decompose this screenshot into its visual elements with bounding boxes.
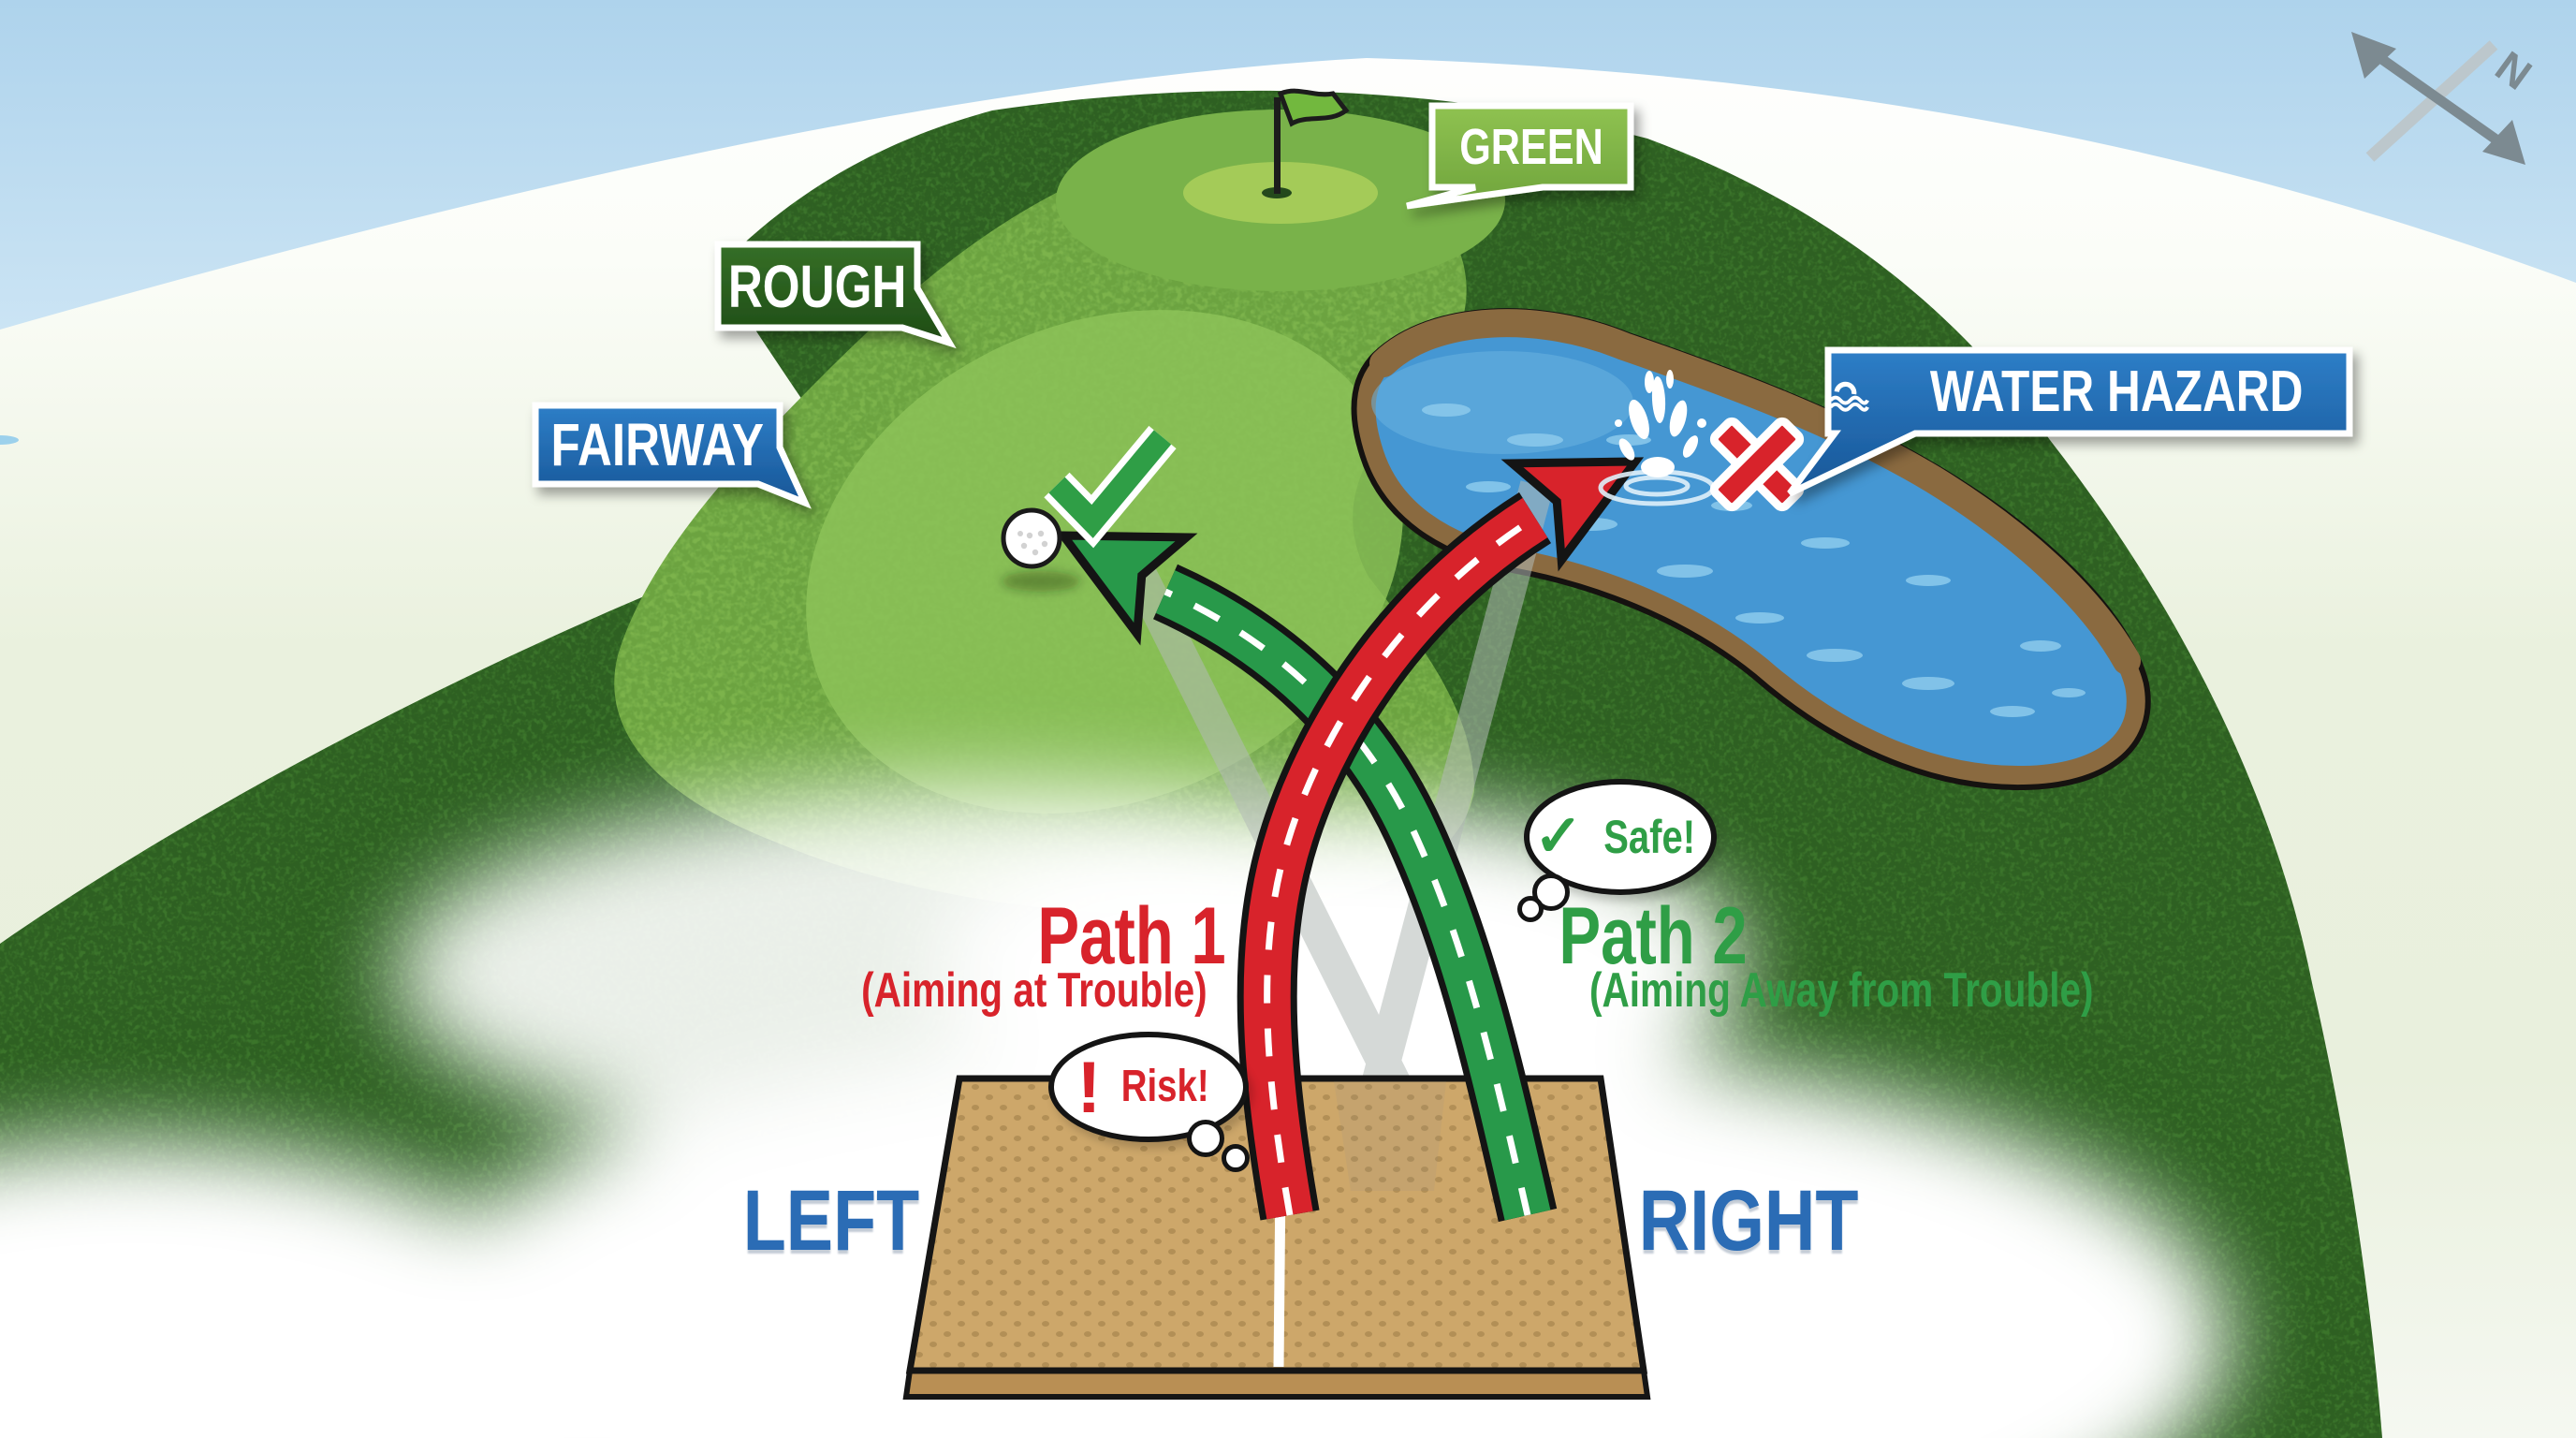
path2-subtitle: (Aiming Away from Trouble) [1579, 964, 2103, 1017]
risk-bubble-trail-dot-2 [1222, 1144, 1250, 1172]
safe-bubble-trail-dot-1 [1532, 873, 1570, 911]
green-label-text: GREEN [1459, 118, 1603, 175]
path2-title: Path 2 [1513, 896, 1793, 976]
pond-bank [1369, 309, 2141, 675]
right-label: RIGHT [1608, 1178, 1889, 1264]
water-hazard-pond [0, 308, 2151, 791]
x-mark-icon [1709, 417, 1805, 512]
left-label-text: LEFT [742, 1173, 920, 1269]
green-label: GREEN [1432, 106, 1631, 187]
risk-bubble-trail-dot-1 [1187, 1120, 1224, 1157]
path1-arrow [1237, 413, 1661, 1221]
left-label: LEFT [691, 1178, 972, 1264]
wave-icon [1829, 381, 1869, 412]
water-hazard-label: WATER HAZARD [1828, 350, 2349, 433]
flag-icon [1274, 88, 1350, 194]
path2-arrow [1039, 487, 1558, 1223]
exclamation-icon: ! [1076, 1046, 1102, 1128]
check-icon: ✓ [1533, 804, 1583, 869]
rough-label-text: ROUGH [728, 252, 907, 320]
path2-subtitle-text: (Aiming Away from Trouble) [1588, 963, 2094, 1018]
splash-icon [1598, 370, 1716, 506]
path1-subtitle: (Aiming at Trouble) [800, 964, 1268, 1017]
tee-box [902, 1075, 1651, 1400]
path1-subtitle-text: (Aiming at Trouble) [861, 963, 1208, 1018]
risk-bubble-text: Risk! [1121, 1062, 1209, 1111]
fairway-label: FAIRWAY [535, 405, 780, 484]
fairway-label-text: FAIRWAY [550, 411, 765, 478]
ball-shadow [1002, 571, 1080, 592]
safe-bubble-trail-dot-2 [1517, 896, 1544, 922]
right-label-text: RIGHT [1638, 1173, 1859, 1269]
water-ripples-texture [0, 404, 2086, 717]
fairway-badge [532, 402, 812, 509]
rough-badge [714, 241, 957, 349]
path1-title: Path 1 [991, 896, 1272, 976]
golf-ball [1001, 507, 1062, 569]
badge-shapes [532, 102, 2353, 509]
success-check-icon [1044, 425, 1177, 549]
path1-title-text: Path 1 [1037, 891, 1226, 981]
compass-icon: N [2351, 32, 2540, 165]
rough-label: ROUGH [718, 244, 917, 328]
sky [0, 0, 2576, 330]
green-badge [1406, 102, 1634, 210]
safe-bubble-text: Safe! [1603, 811, 1695, 863]
water-hazard-badge [1787, 346, 2353, 497]
path2-title-text: Path 2 [1559, 891, 1748, 981]
water-hazard-label-text: WATER HAZARD [1929, 359, 2304, 424]
